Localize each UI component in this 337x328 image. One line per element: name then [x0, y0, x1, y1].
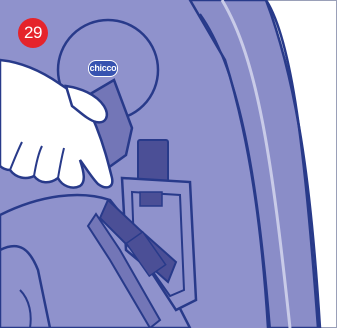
step-number-badge: 29 [18, 18, 48, 48]
brand-logo-badge: chicco [88, 60, 118, 77]
buckle-slot [140, 192, 162, 206]
